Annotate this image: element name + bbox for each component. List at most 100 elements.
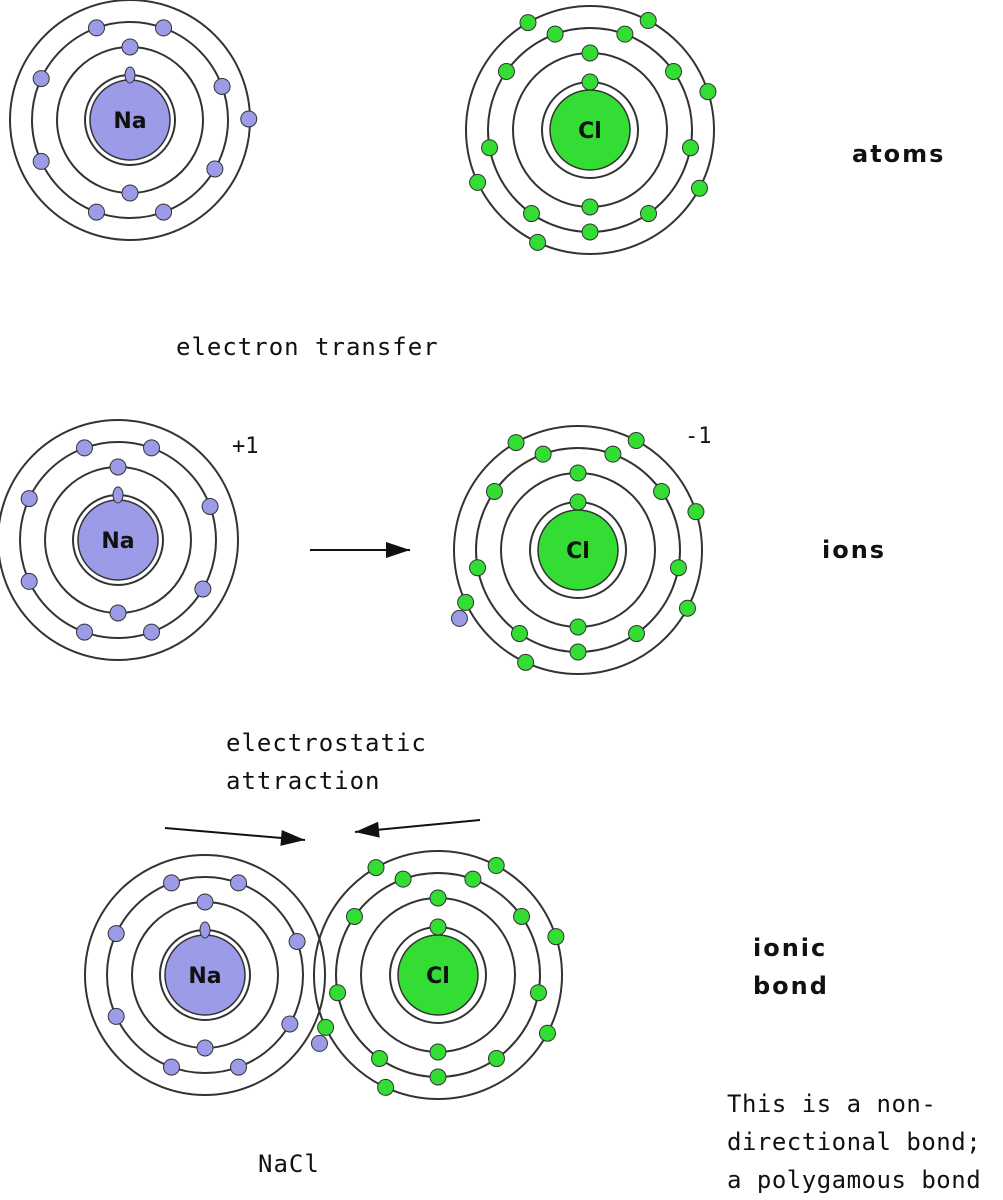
sodium-shell <box>19 441 217 639</box>
note-line2: directional bond; <box>727 1128 982 1156</box>
electron <box>510 625 528 643</box>
chlorine-atom-row3: Cl <box>310 850 565 1100</box>
electron <box>569 643 587 661</box>
electron <box>581 44 599 62</box>
chlorine-shell <box>313 850 563 1100</box>
electron <box>162 1058 180 1076</box>
transferred-electron <box>310 1034 328 1052</box>
electron <box>690 179 708 197</box>
sodium-atom-row3: Na <box>84 854 326 1096</box>
electron <box>488 1050 506 1068</box>
electron <box>429 1068 447 1086</box>
note-line1: This is a non- <box>727 1090 937 1118</box>
row-label-ions: ions <box>822 536 887 564</box>
electron <box>640 205 658 223</box>
electron <box>87 19 105 37</box>
electron <box>107 1007 125 1025</box>
electron <box>665 62 683 80</box>
electron <box>121 184 139 202</box>
electron <box>370 1050 388 1068</box>
electron <box>109 604 127 622</box>
electron <box>155 19 173 37</box>
chlorine-shell <box>453 425 703 675</box>
formula-label: NaCl <box>258 1150 320 1178</box>
electron <box>20 490 38 508</box>
electron <box>240 110 258 128</box>
row-label-bond: bond <box>753 972 829 1000</box>
chlorine-atom-row1: Cl <box>465 5 717 255</box>
electron <box>201 497 219 515</box>
electron <box>699 83 717 101</box>
electron <box>143 439 161 457</box>
chlorine-atom-row2: Cl <box>450 425 705 675</box>
attraction-arrow-right-head <box>355 821 380 838</box>
row-label-ionic: ionic <box>753 934 828 962</box>
electron <box>206 160 224 178</box>
electron <box>547 928 565 946</box>
transfer-arrow-head <box>386 542 410 558</box>
electron <box>230 874 248 892</box>
sodium-shell <box>84 854 326 1096</box>
electron <box>87 203 105 221</box>
electron <box>194 580 212 598</box>
electron <box>628 625 646 643</box>
sodium-atom-row1: Na <box>9 0 258 241</box>
electron <box>196 1039 214 1057</box>
electron <box>143 623 161 641</box>
sodium-atom-row2: Na <box>0 419 239 661</box>
row-label-atoms: atoms <box>852 140 946 168</box>
electron <box>497 62 515 80</box>
electron <box>429 1043 447 1061</box>
electron <box>317 1018 335 1036</box>
sodium-symbol: Na <box>113 109 146 134</box>
sodium-shell <box>31 21 229 219</box>
electron <box>367 859 385 877</box>
electron <box>569 464 587 482</box>
electron <box>20 572 38 590</box>
electron <box>529 984 547 1002</box>
electron <box>534 445 552 463</box>
transferred-electron <box>450 609 468 627</box>
sodium-ion-charge: +1 <box>232 434 259 459</box>
electron <box>639 12 657 30</box>
electron <box>112 486 124 504</box>
electron-transfer-label: electron transfer <box>176 333 439 361</box>
chlorine-ion-charge: -1 <box>685 424 712 449</box>
electron <box>678 599 696 617</box>
electron <box>616 25 634 43</box>
sodium-shell <box>0 419 239 661</box>
electron <box>513 907 531 925</box>
electron <box>569 493 587 511</box>
electron <box>481 139 499 157</box>
electron <box>581 73 599 91</box>
electron <box>155 203 173 221</box>
electron <box>75 439 93 457</box>
electron <box>507 434 525 452</box>
note-line3: a polygamous bond <box>727 1166 982 1194</box>
electron <box>627 432 645 450</box>
electron <box>519 14 537 32</box>
sodium-shell <box>106 876 304 1074</box>
chlorine-shell <box>465 5 715 255</box>
electron <box>377 1078 395 1096</box>
electron <box>681 139 699 157</box>
electron <box>121 38 139 56</box>
electron <box>345 907 363 925</box>
electron <box>653 482 671 500</box>
electron <box>464 870 482 888</box>
electron <box>538 1024 556 1042</box>
attraction-label-line2: attraction <box>226 767 381 795</box>
chlorine-symbol: Cl <box>566 539 590 564</box>
electron <box>517 653 535 671</box>
sodium-symbol: Na <box>188 964 221 989</box>
electron <box>75 623 93 641</box>
electron <box>457 593 475 611</box>
electron <box>213 77 231 95</box>
electron <box>522 205 540 223</box>
electron <box>394 870 412 888</box>
electron <box>32 70 50 88</box>
electron <box>546 25 564 43</box>
electron <box>687 503 705 521</box>
